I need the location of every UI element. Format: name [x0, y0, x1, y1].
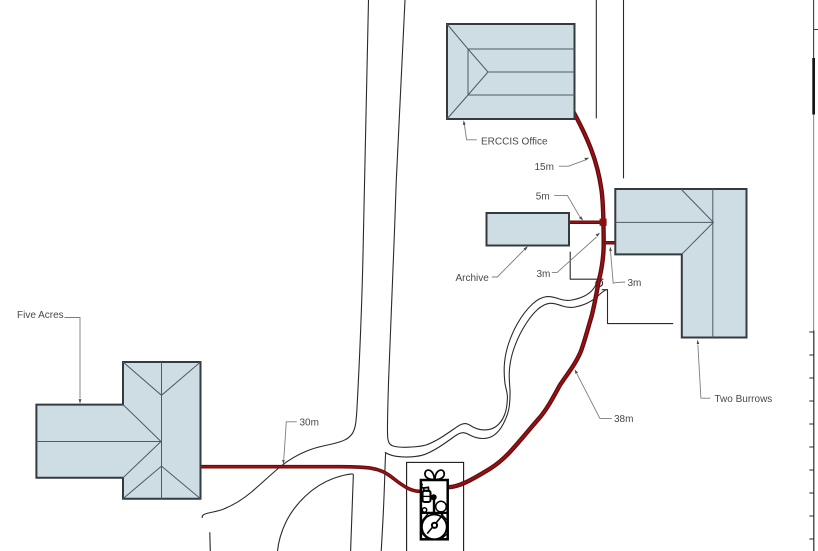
svg-text:15m: 15m: [535, 162, 554, 173]
svg-text:5m: 5m: [536, 192, 550, 203]
svg-text:ERCCIS Office: ERCCIS Office: [481, 137, 548, 148]
svg-text:Five Acres: Five Acres: [17, 310, 64, 321]
svg-text:3m: 3m: [628, 278, 642, 289]
svg-text:30m: 30m: [300, 418, 319, 429]
svg-text:38m: 38m: [614, 414, 633, 425]
svg-text:3m: 3m: [537, 269, 551, 280]
svg-text:Archive: Archive: [456, 273, 490, 284]
svg-text:Two Burrows: Two Burrows: [715, 394, 773, 405]
